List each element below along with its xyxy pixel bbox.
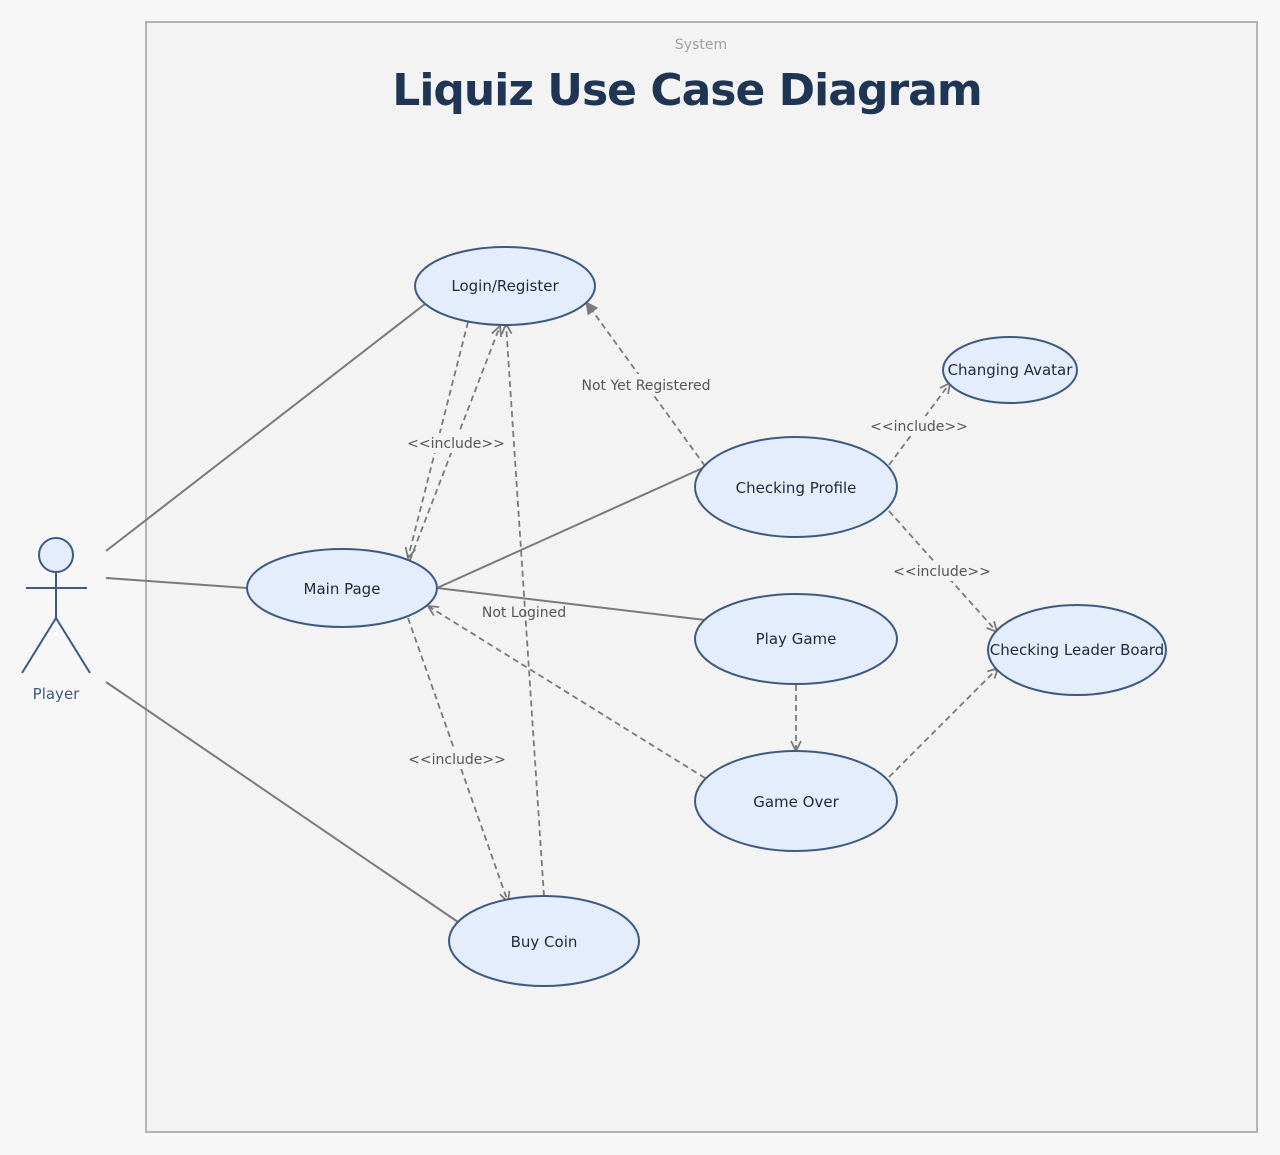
svg-text:<<include>>: <<include>> [893, 564, 991, 580]
svg-text:Not Logined: Not Logined [482, 605, 566, 621]
svg-text:Not Yet Registered: Not Yet Registered [581, 378, 710, 394]
use-case-checking-profile[interactable]: Checking Profile [694, 436, 898, 538]
use-case-label: Game Over [753, 793, 839, 811]
label-include-profile-leader: <<include>> [893, 561, 991, 581]
label-include-profile-avatar: <<include>> [870, 416, 968, 436]
use-case-label: Buy Coin [511, 933, 578, 951]
use-case-label: Changing Avatar [948, 361, 1074, 379]
use-case-label: Checking Profile [736, 479, 857, 497]
label-include-main-buycoin: <<include>> [408, 749, 506, 769]
use-case-checking-leader-board[interactable]: Checking Leader Board [987, 604, 1167, 696]
actor-label: Player [33, 685, 81, 703]
actor-player[interactable]: Player [21, 537, 91, 703]
svg-text:<<include>>: <<include>> [408, 752, 506, 768]
label-include-login-main: <<include>> [407, 433, 505, 453]
assoc-main-profile [436, 466, 706, 589]
assoc-player-login [105, 303, 426, 552]
use-case-main-page[interactable]: Main Page [246, 548, 438, 628]
actor-head [38, 537, 74, 573]
assoc-player-main [105, 577, 248, 589]
diagram-title: Liquiz Use Case Diagram [392, 65, 981, 116]
svg-text:<<include>>: <<include>> [407, 436, 505, 452]
label-not-yet-registered: Not Yet Registered [578, 374, 714, 394]
svg-text:<<include>>: <<include>> [870, 419, 968, 435]
label-not-logined: Not Logined [482, 605, 566, 621]
use-case-changing-avatar[interactable]: Changing Avatar [942, 336, 1078, 404]
use-case-label: Checking Leader Board [990, 641, 1164, 659]
system-label: System [675, 37, 727, 53]
use-case-game-over[interactable]: Game Over [694, 750, 898, 852]
use-case-label: Login/Register [451, 277, 559, 295]
dep-gameover-main [428, 606, 706, 779]
use-case-buy-coin[interactable]: Buy Coin [448, 895, 640, 987]
use-case-play-game[interactable]: Play Game [694, 593, 898, 685]
use-case-label: Play Game [756, 630, 837, 648]
dep-buycoin-login [506, 324, 545, 897]
use-case-login-register[interactable]: Login/Register [414, 246, 596, 326]
assoc-main-play [436, 587, 706, 621]
assoc-player-buycoin [105, 681, 459, 923]
dep-gameover-leader [888, 668, 998, 778]
use-case-label: Main Page [304, 580, 381, 598]
